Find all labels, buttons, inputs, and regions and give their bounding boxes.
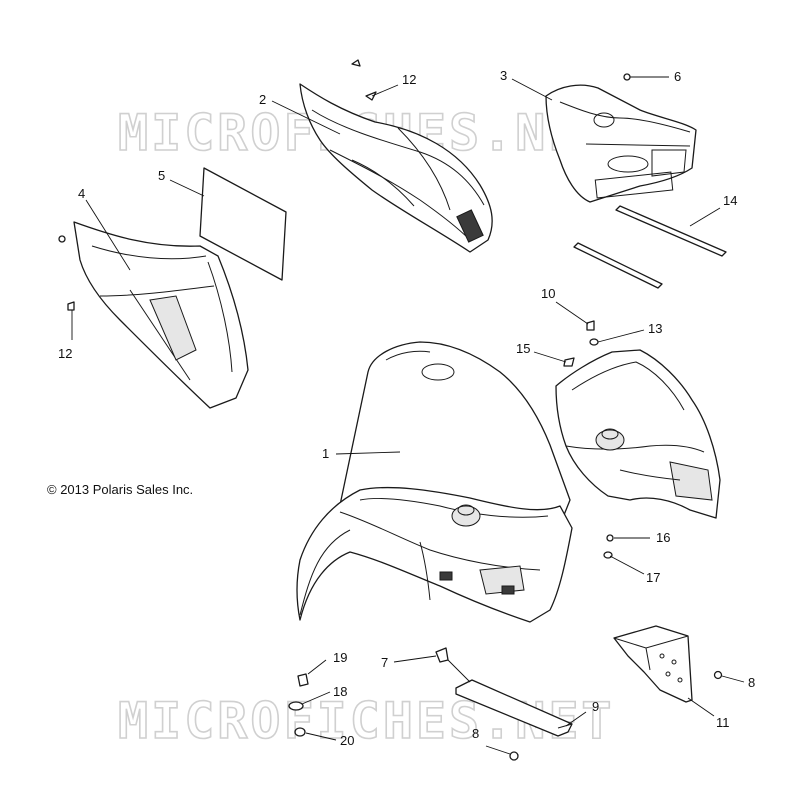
callout-7: 7	[381, 655, 388, 670]
part-5-decal	[199, 167, 287, 281]
part-9-plate	[455, 679, 573, 737]
part-11-bracket	[613, 625, 693, 703]
callout-3: 3	[500, 68, 507, 83]
part-2-side-panel	[299, 83, 493, 253]
fasteners	[58, 59, 723, 761]
part-1-cab-body	[296, 341, 573, 623]
callout-10: 10	[541, 286, 555, 301]
part-14-rods	[573, 205, 727, 289]
callout-15: 15	[516, 341, 530, 356]
callout-16: 16	[656, 530, 670, 545]
callout-9: 9	[592, 699, 599, 714]
leader-lines	[71, 76, 745, 755]
callout-8-right: 8	[748, 675, 755, 690]
part-1-rear-box	[555, 349, 721, 519]
callout-2: 2	[259, 92, 266, 107]
callout-labels: 1 2 3 4 5 6 7 8 8 9 10 11 12 12 13 14 15…	[58, 68, 755, 748]
callout-5: 5	[158, 168, 165, 183]
callout-13: 13	[648, 321, 662, 336]
callout-12-top: 12	[402, 72, 416, 87]
callout-11: 11	[716, 715, 730, 730]
callout-18: 18	[333, 684, 347, 699]
callout-19: 19	[333, 650, 347, 665]
part-4-side-panel	[73, 221, 249, 409]
callout-14: 14	[723, 193, 737, 208]
callout-4: 4	[78, 186, 85, 201]
callout-12-left: 12	[58, 346, 72, 361]
callout-1: 1	[322, 446, 329, 461]
callout-6: 6	[674, 69, 681, 84]
callout-17: 17	[646, 570, 660, 585]
callout-20: 20	[340, 733, 354, 748]
callout-8-bottom: 8	[472, 726, 479, 741]
part-3-front-cover	[545, 84, 697, 203]
copyright-text: © 2013 Polaris Sales Inc.	[47, 482, 193, 497]
